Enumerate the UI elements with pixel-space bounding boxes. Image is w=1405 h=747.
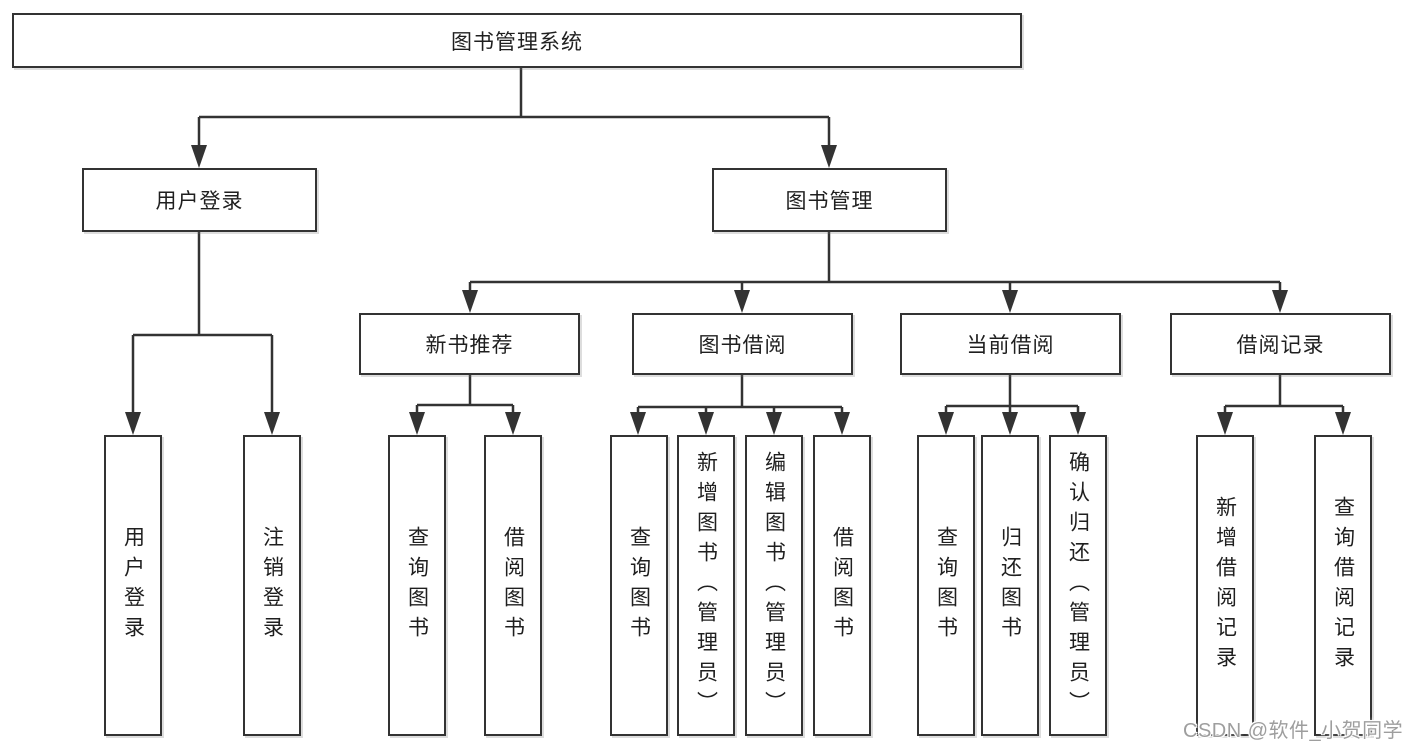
leaf-confirm-return-admin: 确认归还（管理员） (1049, 435, 1107, 736)
node-book-management: 图书管理 (712, 168, 947, 232)
leaf-query-books-recommend: 查询图书 (388, 435, 446, 736)
leaf-query-borrow-record: 查询借阅记录 (1314, 435, 1372, 736)
node-new-book-recommend-label: 新书推荐 (425, 334, 514, 357)
node-new-book-recommend: 新书推荐 (359, 313, 580, 375)
arrowheads (125, 145, 1351, 435)
node-book-borrowing-label: 图书借阅 (698, 334, 787, 357)
csdn-watermark: CSDN @软件_小贺同学 (1183, 720, 1404, 742)
leaf-add-book-admin: 新增图书（管理员） (677, 435, 735, 736)
node-root-label: 图书管理系统 (451, 30, 583, 54)
node-borrowing-records: 借阅记录 (1170, 313, 1391, 375)
node-user-login-label: 用户登录 (155, 190, 244, 213)
leaf-logout-label: 注销登录 (260, 525, 284, 646)
node-user-login: 用户登录 (82, 168, 317, 232)
leaf-edit-book-admin: 编辑图书（管理员） (745, 435, 803, 736)
leaf-query-books-current-label: 查询图书 (934, 525, 958, 646)
leaf-borrow-books-borrowing-label: 借阅图书 (830, 525, 854, 646)
leaf-return-book-label: 归还图书 (998, 525, 1022, 646)
leaf-add-borrow-record-label: 新增借阅记录 (1213, 495, 1237, 676)
node-borrowing-records-label: 借阅记录 (1236, 334, 1325, 357)
node-root: 图书管理系统 (12, 13, 1022, 68)
leaf-query-books-borrowing: 查询图书 (610, 435, 668, 736)
leaf-borrow-books-recommend: 借阅图书 (484, 435, 542, 736)
node-current-borrowing-label: 当前借阅 (966, 334, 1055, 357)
node-book-management-label: 图书管理 (785, 190, 874, 213)
leaf-user-login: 用户登录 (104, 435, 162, 736)
leaf-query-borrow-record-label: 查询借阅记录 (1331, 495, 1355, 676)
leaf-query-books-borrowing-label: 查询图书 (627, 525, 651, 646)
leaf-logout: 注销登录 (243, 435, 301, 736)
leaf-confirm-return-admin-label: 确认归还（管理员） (1066, 450, 1090, 721)
leaf-add-book-admin-label: 新增图书（管理员） (694, 450, 718, 721)
leaf-borrow-books-borrowing: 借阅图书 (813, 435, 871, 736)
leaf-borrow-books-recommend-label: 借阅图书 (501, 525, 525, 646)
leaf-edit-book-admin-label: 编辑图书（管理员） (762, 450, 786, 721)
leaf-add-borrow-record: 新增借阅记录 (1196, 435, 1254, 736)
node-book-borrowing: 图书借阅 (632, 313, 853, 375)
node-current-borrowing: 当前借阅 (900, 313, 1121, 375)
leaf-query-books-recommend-label: 查询图书 (405, 525, 429, 646)
leaf-return-book: 归还图书 (981, 435, 1039, 736)
leaf-user-login-label: 用户登录 (121, 525, 145, 646)
leaf-query-books-current: 查询图书 (917, 435, 975, 736)
